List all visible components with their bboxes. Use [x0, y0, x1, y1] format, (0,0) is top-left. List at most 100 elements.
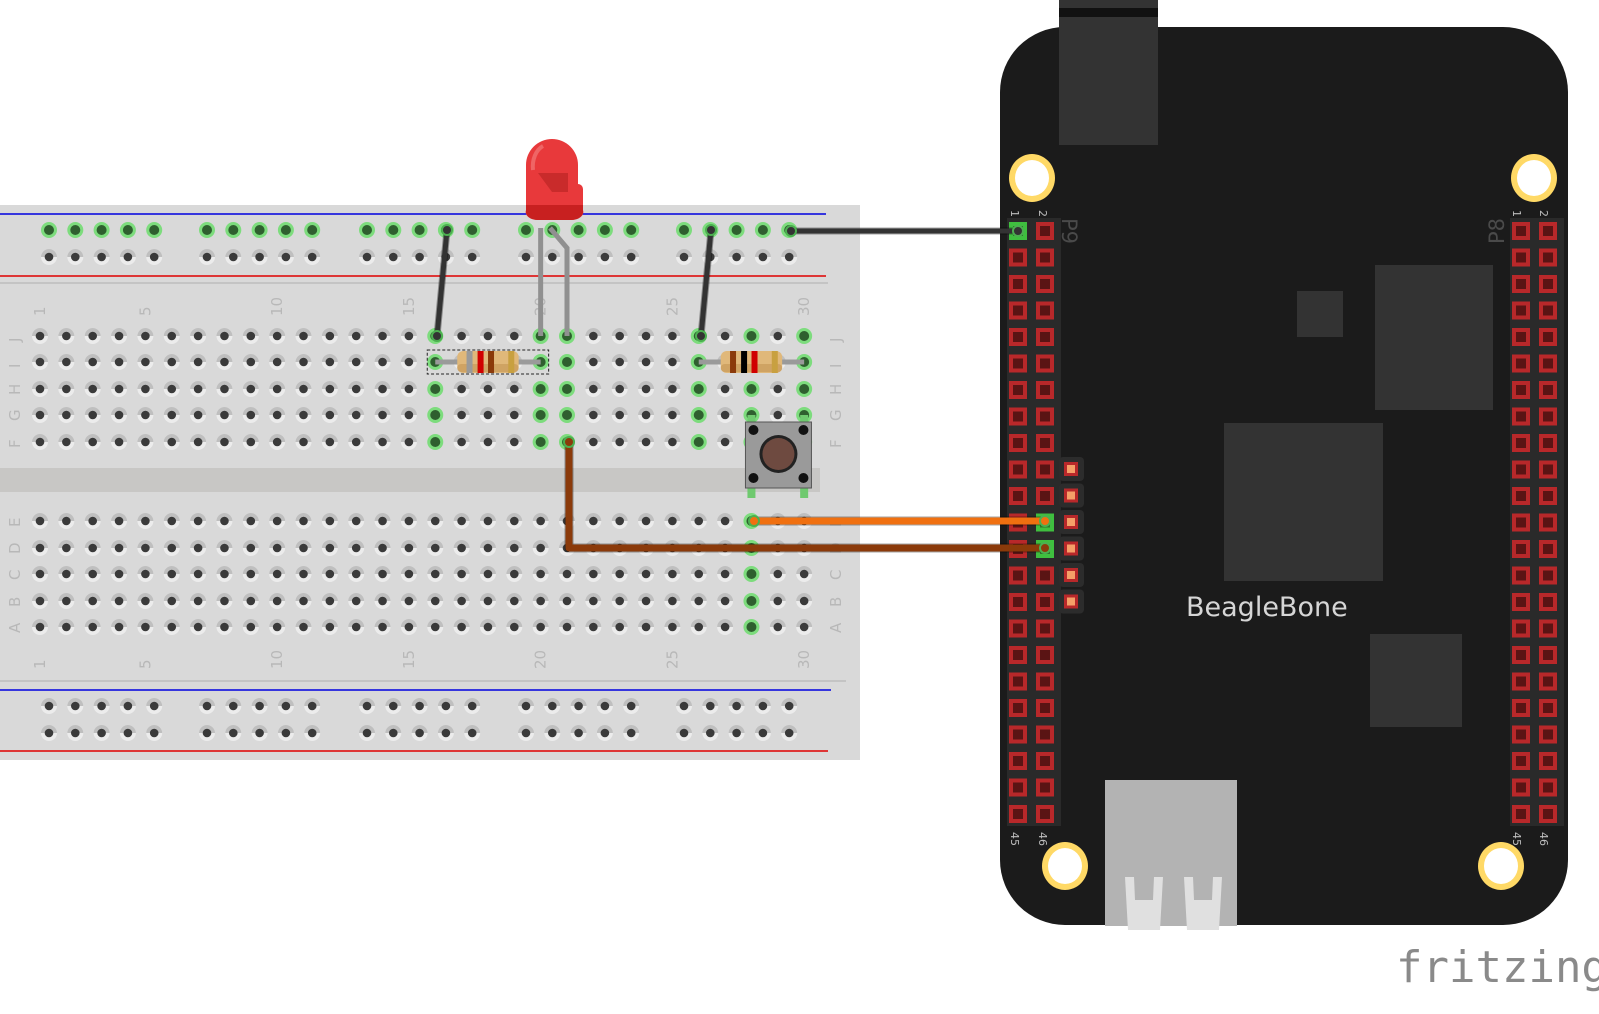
p9-pin-39[interactable]	[1009, 725, 1027, 744]
p8-pin-7[interactable]	[1512, 301, 1530, 320]
resistor-r1[interactable]	[426, 349, 550, 375]
rail-hole-top-lower[interactable]	[544, 249, 561, 265]
button-to-header[interactable]	[748, 515, 1051, 527]
grid-hole-J29[interactable]	[769, 328, 786, 344]
grid-hole-A4[interactable]	[111, 619, 128, 635]
p9-pin-45[interactable]	[1009, 805, 1027, 823]
grid-hole-G27[interactable]	[717, 407, 734, 423]
p9-pin-28[interactable]	[1036, 566, 1054, 585]
grid-hole-C27[interactable]	[717, 566, 734, 582]
grid-hole-H26[interactable]	[690, 381, 707, 397]
grid-hole-C22[interactable]	[585, 566, 602, 582]
grid-hole-A8[interactable]	[216, 619, 233, 635]
rail-hole-top-upper[interactable]	[570, 222, 587, 238]
grid-hole-I21[interactable]	[559, 354, 575, 370]
grid-hole-F23[interactable]	[611, 434, 628, 450]
grid-hole-F10[interactable]	[269, 434, 286, 450]
grid-hole-D7[interactable]	[190, 540, 207, 556]
rail-hole-bottom-upper[interactable]	[251, 698, 268, 714]
grid-hole-D11[interactable]	[295, 540, 312, 556]
grid-hole-H3[interactable]	[84, 381, 101, 397]
p8-pin-31[interactable]	[1512, 619, 1530, 638]
rail-hole-bottom-upper[interactable]	[437, 698, 454, 714]
p8-pin-30[interactable]	[1539, 593, 1557, 611]
p8-pin-16[interactable]	[1539, 407, 1557, 426]
p8-pin-40[interactable]	[1539, 725, 1557, 744]
rail-hole-bottom-lower[interactable]	[277, 725, 294, 741]
grid-hole-C20[interactable]	[532, 566, 549, 582]
grid-hole-D4[interactable]	[111, 540, 128, 556]
rail-hole-bottom-lower[interactable]	[702, 725, 719, 741]
grid-hole-E9[interactable]	[242, 513, 259, 529]
grid-hole-I13[interactable]	[348, 354, 365, 370]
p8-pin-22[interactable]	[1539, 487, 1557, 505]
grid-hole-G5[interactable]	[137, 407, 154, 423]
grid-hole-F7[interactable]	[190, 434, 207, 450]
rail-hole-top-upper[interactable]	[41, 222, 57, 238]
grid-hole-C2[interactable]	[58, 566, 75, 582]
p8-pin-21[interactable]	[1512, 487, 1530, 505]
p8-pin-39[interactable]	[1512, 725, 1530, 744]
p9-pin-5[interactable]	[1009, 275, 1027, 293]
grid-hole-B11[interactable]	[295, 593, 312, 609]
p8-pin-9[interactable]	[1512, 328, 1530, 346]
grid-hole-E13[interactable]	[348, 513, 365, 529]
p8-pin-33[interactable]	[1512, 646, 1530, 664]
grid-hole-C10[interactable]	[269, 566, 286, 582]
grid-hole-A20[interactable]	[532, 619, 549, 635]
grid-hole-E7[interactable]	[190, 513, 207, 529]
grid-hole-J30[interactable]	[796, 328, 813, 344]
p9-pin-10[interactable]	[1036, 328, 1054, 346]
rail-hole-top-upper[interactable]	[623, 222, 640, 238]
rail-hole-top-lower[interactable]	[411, 249, 428, 265]
rail-hole-top-upper[interactable]	[728, 222, 745, 238]
grid-hole-G16[interactable]	[427, 407, 444, 423]
p9-pin-42[interactable]	[1036, 752, 1054, 770]
rail-hole-bottom-lower[interactable]	[199, 725, 215, 741]
p9-pin-11[interactable]	[1009, 354, 1027, 373]
rail-hole-top-lower[interactable]	[518, 249, 534, 265]
grid-hole-G8[interactable]	[216, 407, 233, 423]
grid-hole-H16[interactable]	[427, 381, 444, 397]
p8-pin-11[interactable]	[1512, 354, 1530, 373]
grid-hole-D2[interactable]	[58, 540, 75, 556]
p9-pin-12[interactable]	[1036, 354, 1054, 373]
grid-hole-I10[interactable]	[269, 354, 286, 370]
p9-pin-27[interactable]	[1009, 566, 1027, 585]
p9-pin-22[interactable]	[1036, 487, 1054, 505]
grid-hole-C8[interactable]	[216, 566, 233, 582]
p8-pin-27[interactable]	[1512, 566, 1530, 585]
grid-hole-B10[interactable]	[269, 593, 286, 609]
ground-jumper-2[interactable]	[695, 224, 717, 342]
grid-hole-E6[interactable]	[163, 513, 180, 529]
grid-hole-A26[interactable]	[690, 619, 707, 635]
grid-hole-A3[interactable]	[84, 619, 101, 635]
rail-hole-top-lower[interactable]	[596, 249, 613, 265]
rail-hole-top-lower[interactable]	[304, 249, 321, 265]
rail-hole-top-upper[interactable]	[304, 222, 321, 238]
rail-hole-bottom-upper[interactable]	[623, 698, 640, 714]
grid-hole-G2[interactable]	[58, 407, 75, 423]
grid-hole-J9[interactable]	[242, 328, 259, 344]
grid-hole-B17[interactable]	[453, 593, 470, 609]
grid-hole-A11[interactable]	[295, 619, 312, 635]
grid-hole-B16[interactable]	[427, 593, 444, 609]
grid-hole-G15[interactable]	[400, 407, 417, 423]
grid-hole-F9[interactable]	[242, 434, 259, 450]
grid-hole-A17[interactable]	[453, 619, 470, 635]
grid-hole-E11[interactable]	[295, 513, 312, 529]
grid-hole-E2[interactable]	[58, 513, 75, 529]
grid-hole-H8[interactable]	[216, 381, 233, 397]
grid-hole-H30[interactable]	[796, 381, 813, 397]
grid-hole-E23[interactable]	[611, 513, 628, 529]
p9-pin-44[interactable]	[1036, 778, 1054, 797]
rail-hole-bottom-lower[interactable]	[728, 725, 745, 741]
grid-hole-C19[interactable]	[506, 566, 523, 582]
rail-hole-bottom-lower[interactable]	[437, 725, 454, 741]
grid-hole-A28[interactable]	[743, 619, 760, 635]
rail-hole-top-lower[interactable]	[781, 249, 798, 265]
p8-pin-14[interactable]	[1539, 381, 1557, 399]
grid-hole-B8[interactable]	[216, 593, 233, 609]
p8-pin-4[interactable]	[1539, 248, 1557, 267]
